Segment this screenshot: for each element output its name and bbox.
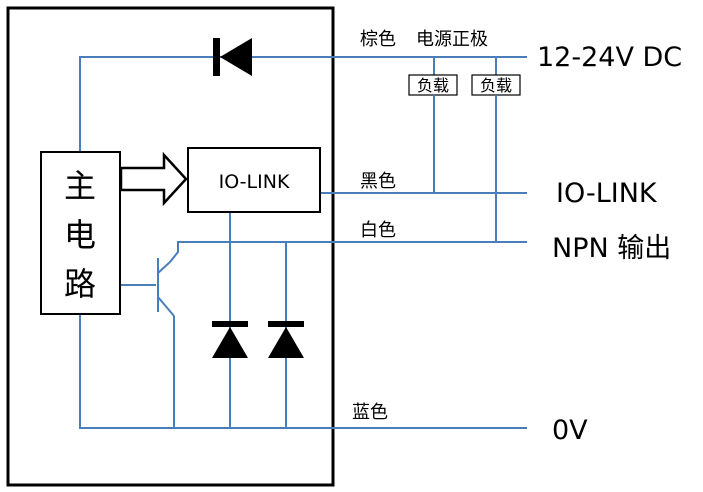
- sensor-housing: [6, 6, 335, 487]
- iolink-block: IO-LINK: [187, 147, 321, 213]
- load-right: 负载: [471, 57, 521, 242]
- brown-function-label: 电源正极: [416, 29, 488, 50]
- white-color-label: 白色: [360, 220, 396, 241]
- main-circuit-label-3: 路: [64, 265, 96, 303]
- load-left-label: 负载: [417, 76, 449, 95]
- main-circuit-block: 主 电 路: [40, 151, 121, 315]
- main-circuit-label-2: 电: [64, 216, 96, 254]
- npn-transistor-icon: [121, 258, 175, 317]
- diode-up-icon: [268, 321, 304, 358]
- brown-color-label: 棕色: [360, 29, 396, 50]
- iolink-block-label: IO-LINK: [219, 171, 290, 193]
- white-wire: [169, 241, 527, 263]
- brown-terminal-label: 12-24V DC: [537, 42, 682, 73]
- load-right-label: 负载: [480, 76, 512, 95]
- hollow-arrow-right-icon: [119, 151, 188, 207]
- blue-terminal-label: 0V: [552, 415, 588, 446]
- diode-left-icon: [213, 38, 252, 76]
- white-terminal-label: NPN 输出: [552, 233, 671, 264]
- blue-color-label: 蓝色: [352, 402, 388, 423]
- black-color-label: 黑色: [360, 171, 396, 192]
- black-terminal-label: IO-LINK: [556, 178, 658, 209]
- diode-up-icon: [212, 321, 248, 358]
- blue-wire: [79, 212, 527, 429]
- brown-wire: [79, 56, 527, 152]
- load-left: 负载: [408, 57, 458, 193]
- main-circuit-label-1: 主: [64, 167, 96, 205]
